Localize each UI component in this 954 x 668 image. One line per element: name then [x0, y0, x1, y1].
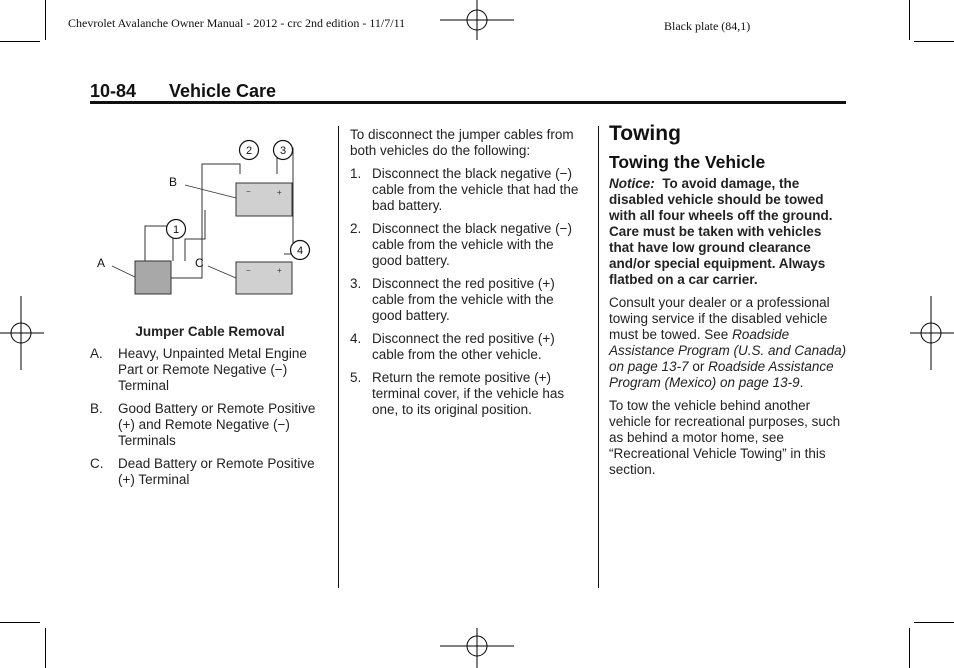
dead-battery-plus: + — [277, 266, 282, 275]
plate-label: Black plate (84,1) — [664, 19, 751, 33]
disconnect-intro: To disconnect the jumper cables from bot… — [350, 127, 574, 158]
step-text: Disconnect the black negative (−) cable … — [372, 166, 579, 213]
callout-4: 4 — [289, 239, 311, 261]
figure-label-b: B — [169, 175, 177, 189]
column-divider-2 — [598, 126, 599, 588]
crop-mark-bottom-right-h — [914, 622, 954, 623]
notice-text: To avoid damage, the disabled vehicle sh… — [609, 176, 833, 287]
figure-label-c: C — [195, 256, 204, 270]
legend-marker: B. — [90, 401, 103, 416]
list-item: 2. Disconnect the black negative (−) cab… — [350, 221, 586, 269]
leader-lines — [111, 184, 237, 279]
crop-mark-top-right-h — [914, 41, 954, 42]
list-item: 1. Disconnect the black negative (−) cab… — [350, 166, 586, 214]
registration-mark-left — [0, 296, 44, 370]
list-item: 4. Disconnect the red positive (+) cable… — [350, 331, 586, 363]
jumper-cable-diagram: − + − + B A C 2 3 1 4 — [97, 139, 311, 295]
disconnect-column: To disconnect the jumper cables from bot… — [350, 127, 586, 425]
roadside-mexico-reference: Roadside Assistance Program (Mexico) on … — [609, 359, 834, 390]
legend-column: Jumper Cable Removal A. Heavy, Unpainted… — [90, 324, 330, 495]
step-text: Disconnect the red positive (+) cable fr… — [372, 276, 555, 323]
towing-heading: Towing — [609, 122, 681, 145]
legend-text: Dead Battery or Remote Positive (+) Term… — [118, 456, 315, 487]
battery-dead — [235, 261, 293, 295]
notice-block: Notice: To avoid damage, the disabled ve… — [609, 176, 847, 288]
legend-marker: A. — [90, 346, 103, 361]
figure-label-a: A — [97, 256, 105, 270]
crop-mark-top-left-h — [0, 41, 40, 42]
legend-item: B. Good Battery or Remote Positive (+) a… — [90, 401, 330, 449]
good-battery-minus: − — [246, 187, 251, 196]
section-rule — [90, 101, 846, 104]
list-item: 5. Return the remote positive (+) termin… — [350, 370, 586, 418]
callout-2-number: 2 — [246, 145, 252, 157]
legend-item: C. Dead Battery or Remote Positive (+) T… — [90, 456, 330, 488]
figure-caption: Jumper Cable Removal — [135, 324, 285, 339]
crop-mark-top-left-v — [45, 0, 46, 40]
crop-mark-top-right-v — [909, 0, 910, 40]
towing-subheading: Towing the Vehicle — [609, 152, 766, 172]
good-battery-plus: + — [277, 188, 282, 197]
conjunction-or: or — [688, 359, 709, 374]
callout-4-number: 4 — [297, 245, 303, 257]
page-number: 10-84 — [90, 81, 137, 101]
notice-label: Notice: — [609, 176, 655, 191]
step-number: 1. — [350, 166, 362, 181]
dead-battery-minus: − — [246, 266, 251, 275]
legend-item: A. Heavy, Unpainted Metal Engine Part or… — [90, 346, 330, 394]
step-number: 2. — [350, 221, 362, 236]
callout-1: 1 — [165, 218, 187, 240]
registration-mark-right — [910, 296, 954, 370]
step-number: 3. — [350, 276, 362, 291]
step-text: Disconnect the black negative (−) cable … — [372, 221, 572, 268]
battery-good — [235, 182, 293, 217]
crop-mark-bottom-left-v — [45, 628, 46, 668]
column-divider-1 — [338, 126, 339, 588]
legend-text: Heavy, Unpainted Metal Engine Part or Re… — [118, 346, 307, 393]
crop-mark-bottom-right-v — [909, 628, 910, 668]
towing-paragraph-1-text: Consult your dealer or a professional to… — [609, 295, 830, 342]
step-text: Return the remote positive (+) terminal … — [372, 370, 565, 417]
engine-ground-block — [134, 260, 172, 295]
towing-paragraph-2: To tow the vehicle behind another vehicl… — [609, 398, 841, 477]
legend-marker: C. — [90, 456, 104, 471]
document-info: Chevrolet Avalanche Owner Manual - 2012 … — [68, 16, 406, 30]
crop-mark-bottom-left-h — [0, 622, 40, 623]
step-number: 4. — [350, 331, 362, 346]
list-item: 3. Disconnect the red positive (+) cable… — [350, 276, 586, 324]
registration-mark-bottom — [440, 628, 514, 668]
period: . — [799, 375, 804, 390]
towing-paragraph-1: Consult your dealer or a professional to… — [609, 295, 847, 391]
registration-mark-top — [440, 0, 514, 40]
step-text: Disconnect the red positive (+) cable fr… — [372, 331, 555, 362]
callout-1-number: 1 — [173, 224, 179, 236]
section-title: Vehicle Care — [169, 81, 277, 101]
legend-text: Good Battery or Remote Positive (+) and … — [118, 401, 316, 448]
callout-3: 3 — [272, 139, 294, 161]
towing-column: Towing Towing the Vehicle Notice: To avo… — [609, 122, 847, 485]
roadside-us-reference: Roadside Assistance Program (U.S. and Ca… — [609, 327, 847, 374]
callout-3-number: 3 — [280, 145, 286, 157]
step-number: 5. — [350, 370, 362, 385]
callout-2: 2 — [238, 139, 260, 161]
